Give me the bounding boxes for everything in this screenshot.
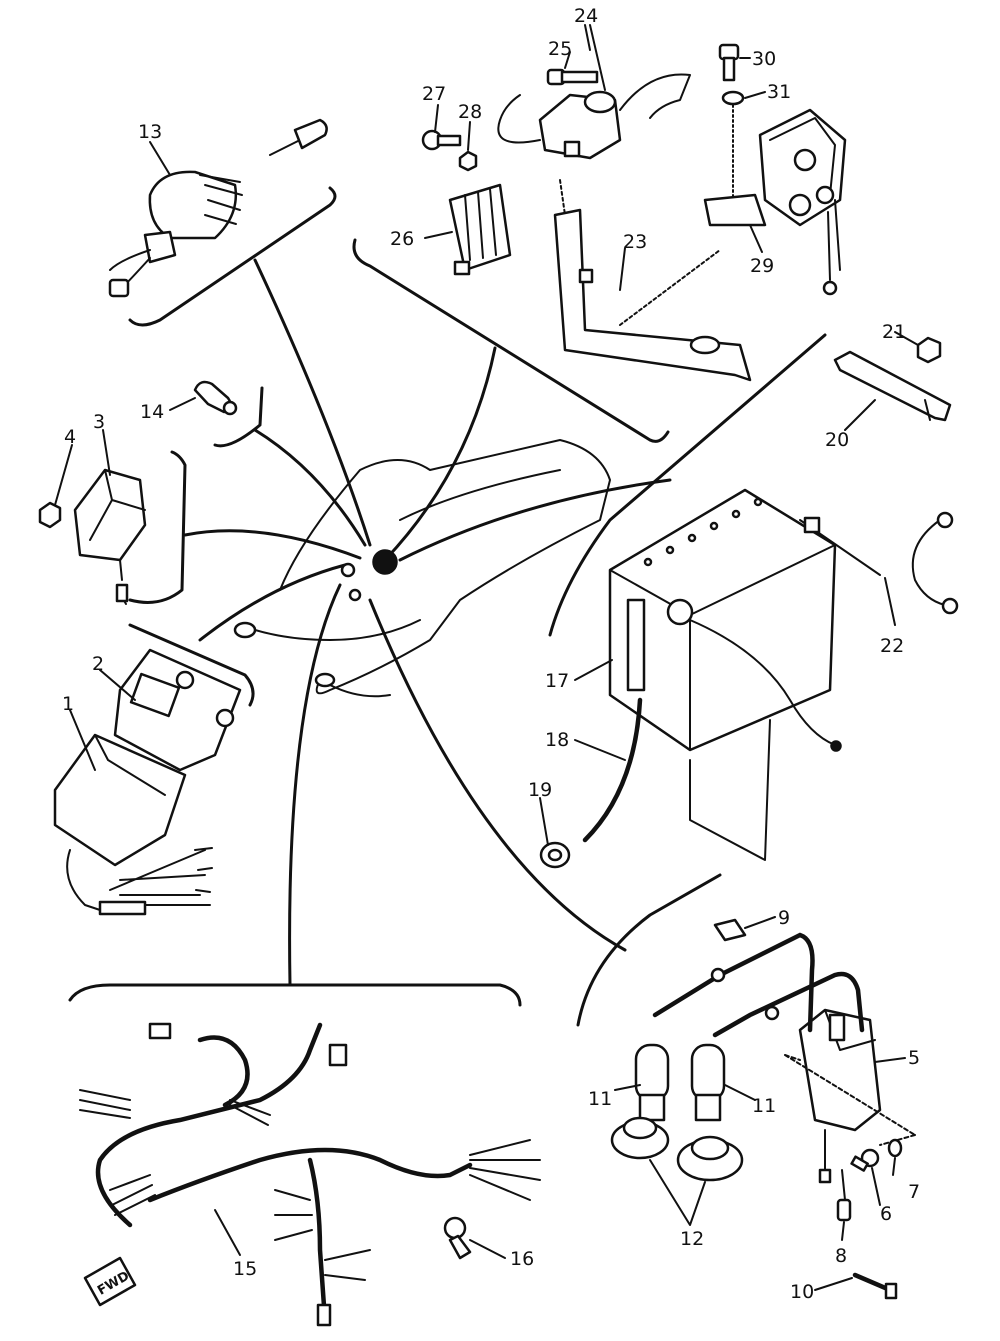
label-29: 29 — [750, 255, 774, 277]
reference-numbers: 13 14 3 4 2 1 24 25 27 28 26 23 30 31 29… — [62, 5, 920, 1303]
label-14: 14 — [140, 401, 164, 423]
label-11-right: 11 — [752, 1095, 776, 1117]
chassis-outline — [233, 439, 611, 698]
label-5: 5 — [908, 1047, 920, 1069]
label-11-left: 11 — [588, 1088, 612, 1110]
main-switch-part-13 — [108, 118, 328, 298]
bolt-part-27 — [421, 129, 462, 151]
wire-harness-part-15 — [79, 1022, 541, 1327]
label-9: 9 — [778, 907, 790, 929]
label-25: 25 — [548, 38, 572, 60]
label-13: 13 — [138, 121, 162, 143]
nut-part-4 — [38, 501, 62, 529]
label-4: 4 — [64, 426, 76, 448]
group-brackets — [68, 186, 827, 1027]
battery-cable-part-22 — [799, 511, 959, 615]
label-16: 16 — [510, 1248, 534, 1270]
washer-part-31 — [721, 90, 745, 106]
label-28: 28 — [458, 101, 482, 123]
label-15: 15 — [233, 1258, 257, 1280]
bracket-part-9 — [713, 918, 747, 942]
label-26: 26 — [390, 228, 414, 250]
callout-leaders — [54, 24, 919, 1291]
plug-cap-part-11-left — [634, 1043, 670, 1122]
label-6: 6 — [880, 1203, 892, 1225]
label-24: 24 — [574, 5, 598, 27]
terminal-part-8 — [836, 1169, 852, 1222]
solenoid-part-29 — [703, 104, 847, 296]
nut-part-28 — [458, 150, 478, 172]
label-20: 20 — [825, 429, 849, 451]
label-10: 10 — [790, 1281, 814, 1303]
leader-wires — [183, 258, 672, 987]
label-22: 22 — [880, 635, 904, 657]
label-19: 19 — [528, 779, 552, 801]
label-12: 12 — [680, 1228, 704, 1250]
clip-part-14 — [193, 380, 238, 416]
relay-part-3 — [73, 468, 147, 605]
grommet-part-19 — [539, 841, 571, 869]
label-30: 30 — [752, 48, 776, 70]
unit-part-2 — [113, 648, 242, 772]
label-27: 27 — [422, 83, 446, 105]
plug-cap-part-11-right — [690, 1043, 726, 1122]
rectifier-part-26 — [448, 183, 512, 276]
label-1: 1 — [62, 693, 74, 715]
label-21: 21 — [882, 321, 906, 343]
grommet-part-12 — [610, 1116, 744, 1182]
clamp-part-16 — [443, 1216, 472, 1260]
breather-hose-part-18 — [582, 697, 643, 843]
washer-part-7 — [887, 1138, 903, 1158]
nut-part-21 — [916, 336, 942, 364]
unit-part-1 — [53, 733, 213, 916]
label-31: 31 — [767, 81, 791, 103]
bracket-part-23 — [553, 179, 752, 382]
battery-part-17 — [608, 488, 842, 861]
starter-relay-part-24 — [497, 73, 691, 160]
label-8: 8 — [835, 1245, 847, 1267]
bolt-part-10 — [852, 1272, 898, 1300]
fwd-arrow: FWD — [83, 1256, 137, 1307]
band-part-20 — [833, 350, 952, 422]
label-17: 17 — [545, 670, 569, 692]
label-23: 23 — [623, 231, 647, 253]
label-2: 2 — [92, 653, 104, 675]
bolt-part-6 — [850, 1148, 880, 1172]
label-7: 7 — [908, 1181, 920, 1203]
ignition-coil-part-5 — [652, 932, 916, 1184]
bolt-part-25 — [546, 68, 599, 86]
bolt-part-30 — [718, 43, 740, 82]
label-3: 3 — [93, 411, 105, 433]
label-18: 18 — [545, 729, 569, 751]
